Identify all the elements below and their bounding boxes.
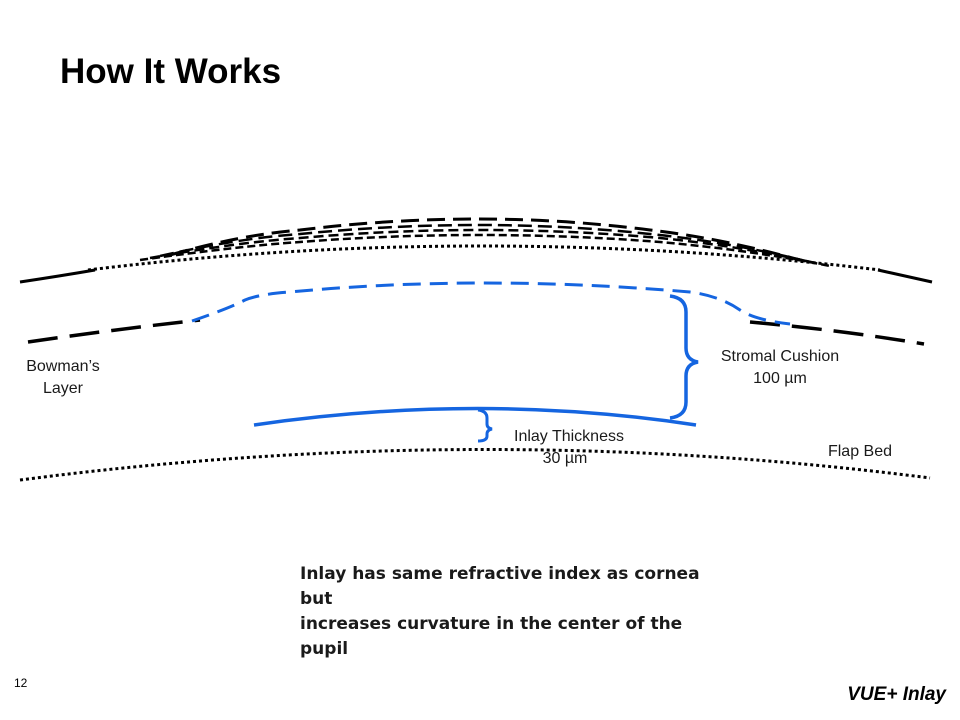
inlay-thickness-label: Inlay Thickness 30 µm	[495, 426, 643, 470]
inlay-thickness-label-line1: Inlay Thickness	[514, 428, 624, 445]
bowmans-layer-right	[749, 320, 925, 346]
stromal-cushion-label-line1: Stromal Cushion	[720, 348, 840, 365]
brand-footer: VUE+ Inlay	[847, 684, 946, 705]
page-number: 12	[14, 676, 28, 690]
bowmans-layer-label-line2: Layer	[42, 380, 84, 397]
inlay-top-surface	[253, 406, 697, 427]
anterior-layer-dashed-3	[149, 228, 821, 266]
caption: Inlay has same refractive index as corne…	[300, 562, 720, 662]
bowmans-layer-left	[27, 318, 201, 344]
flap-bed-dotted	[19, 447, 931, 482]
bowmans-layer-label: Bowman’s Layer	[18, 356, 108, 400]
inlay-thickness-brace	[477, 408, 493, 443]
inlay-thickness-label-line2: 30 µm	[542, 450, 588, 467]
anterior-layer-dashed-1	[169, 217, 801, 262]
stromal-cushion-label-line2: 100 µm	[753, 370, 807, 387]
outer-surface-right-solid	[877, 268, 933, 284]
outer-surface-left-solid	[19, 268, 96, 284]
flap-bed-label: Flap Bed	[827, 443, 893, 460]
stromal-cushion-brace	[669, 294, 699, 420]
bowmans-layer-displaced	[191, 281, 791, 326]
anterior-layer-dashed-4	[139, 233, 831, 268]
anterior-layer-dashed-2	[159, 223, 811, 264]
caption-line1: Inlay has same refractive index as corne…	[300, 564, 700, 609]
original-surface-dotted	[87, 244, 881, 272]
caption-line2: increases curvature in the center of the…	[300, 614, 683, 659]
bowmans-layer-label-line1: Bowman’s	[26, 358, 100, 375]
slide-title: How It Works	[60, 52, 282, 91]
stromal-cushion-label: Stromal Cushion 100 µm	[710, 346, 850, 390]
